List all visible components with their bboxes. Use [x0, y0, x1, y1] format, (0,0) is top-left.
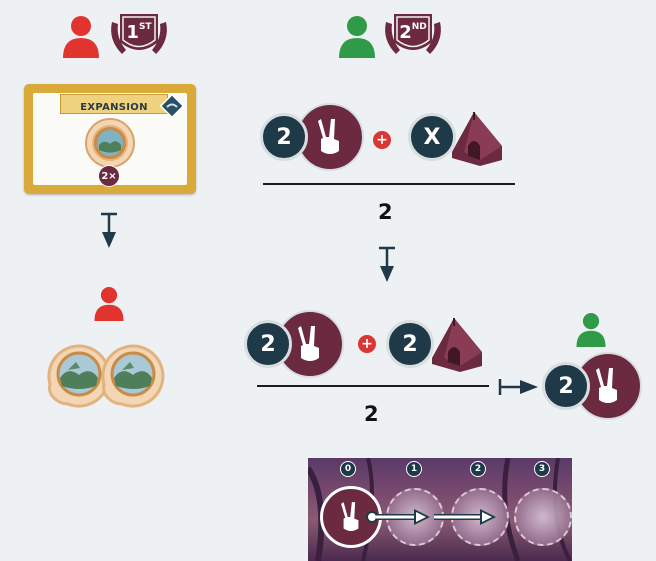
track-step-label: 3 — [534, 461, 550, 477]
expansion-card: EXPANSION 2× — [24, 84, 196, 194]
right-arrow-icon — [498, 379, 538, 395]
track-step-label: 2 — [470, 461, 486, 477]
green-player-icon — [339, 16, 375, 58]
tent-building-icon — [452, 112, 502, 166]
peace-hand-icon — [298, 326, 319, 361]
landscape-token-icon — [85, 118, 135, 168]
multiplier-badge: 2× — [98, 165, 120, 187]
track-step-label: 1 — [406, 461, 422, 477]
count-value: 2 — [276, 124, 292, 150]
count-value: 2 — [260, 331, 276, 357]
down-arrow-icon — [379, 246, 395, 282]
green-player-icon — [576, 313, 606, 347]
count-value: 2 — [558, 373, 574, 399]
divider-line — [263, 183, 515, 185]
scoring-track: 0 1 2 3 — [308, 458, 572, 561]
rank-number: 2 — [399, 22, 412, 43]
peace-hand-icon — [318, 119, 339, 154]
x-value: X — [423, 124, 441, 150]
rank-badge-second: 2ND — [380, 8, 446, 62]
track-step-number: 3 — [538, 464, 546, 474]
operator: + — [376, 132, 388, 148]
red-player-icon — [94, 287, 124, 321]
count-circle: 2 — [260, 113, 308, 161]
plus-icon: + — [356, 333, 378, 355]
formula-result: 2 — [364, 402, 379, 426]
divider-line — [257, 385, 489, 387]
down-arrow-icon — [101, 212, 117, 248]
expansion-type-icon — [160, 94, 184, 118]
track-step-number: 2 — [474, 464, 482, 474]
count-value: 2 — [402, 331, 418, 357]
landscape-token-icon — [47, 344, 111, 408]
rank-number: 1 — [126, 22, 139, 43]
count-circle: 2 — [386, 320, 434, 368]
expansion-title: EXPANSION — [80, 102, 148, 113]
landscape-token-icon — [101, 344, 165, 408]
x-circle: X — [408, 113, 456, 161]
peace-hand-icon — [341, 502, 359, 531]
expansion-banner: EXPANSION — [60, 94, 168, 114]
track-slot — [514, 488, 572, 546]
multiplier-text: 2× — [101, 170, 117, 182]
rank-badge-first: 1ST — [106, 8, 172, 62]
rank-suffix: ND — [411, 22, 427, 32]
rank-suffix: ST — [138, 22, 152, 32]
operator: + — [361, 336, 373, 352]
tent-building-icon — [432, 318, 482, 372]
peace-hand-icon — [596, 368, 617, 403]
plus-icon: + — [371, 129, 393, 151]
track-step-number: 0 — [344, 464, 352, 474]
count-circle: 2 — [542, 362, 590, 410]
track-step-number: 1 — [410, 464, 418, 474]
track-step-label: 0 — [340, 461, 356, 477]
formula-result: 2 — [378, 200, 393, 224]
red-player-icon — [63, 16, 99, 58]
advance-arrow-icon — [366, 509, 496, 525]
count-circle: 2 — [244, 320, 292, 368]
